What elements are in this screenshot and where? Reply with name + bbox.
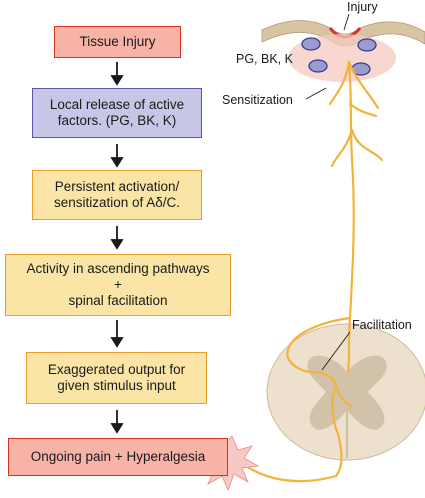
flow-step-exaggerated-output: Exaggerated output for given stimulus in… — [26, 352, 207, 404]
factor-oval-3 — [308, 59, 328, 73]
flow-step-tissue-injury: Tissue Injury — [54, 26, 181, 58]
sensitization-pointer — [305, 87, 327, 100]
factors-label: PG, BK, K — [236, 52, 293, 66]
flow-step-persistent-activation: Persistent activation/ sensitization of … — [32, 170, 202, 220]
facilitation-pointer — [321, 331, 351, 371]
sensitization-label: Sensitization — [222, 93, 293, 107]
injury-label: Injury — [347, 0, 378, 14]
injury-pointer — [343, 13, 350, 31]
facilitation-label: Facilitation — [352, 318, 412, 332]
nerve-fiber — [234, 60, 384, 483]
flow-step-local-release: Local release of active factors. (PG, BK… — [32, 88, 202, 138]
flow-step-ongoing-pain: Ongoing pain + Hyperalgesia — [8, 438, 228, 476]
factor-oval-2 — [357, 38, 377, 52]
factor-oval-1 — [301, 37, 321, 51]
flow-arrows — [110, 62, 124, 434]
flow-step-ascending-activity: Activity in ascending pathways + spinal … — [5, 254, 231, 316]
